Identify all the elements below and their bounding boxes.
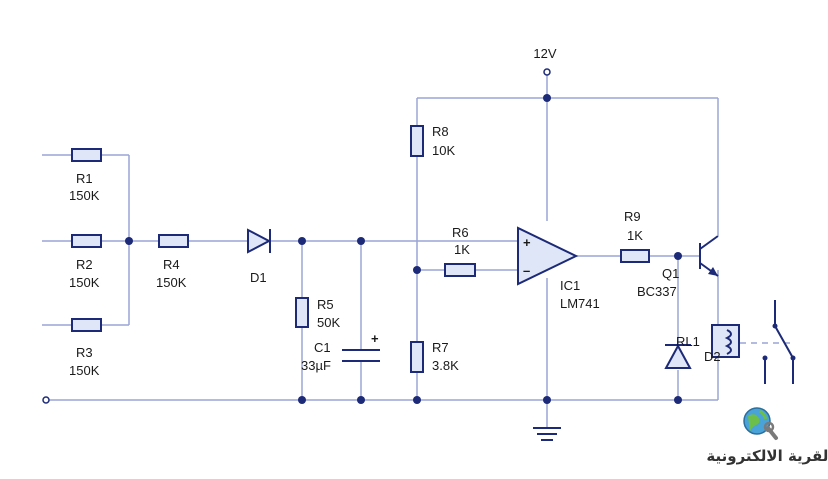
r3-name: R3 [76, 345, 93, 360]
supply-terminal [543, 68, 551, 76]
d2-name: D2 [704, 349, 721, 364]
r6-value: 1K [454, 242, 470, 257]
transistor-q1 [699, 224, 719, 277]
input-terminal [42, 396, 50, 404]
resistor-r4 [158, 234, 189, 248]
resistor-r1 [71, 148, 102, 162]
component-labels: 12V R1 150K R2 150K R3 150K R4 150K D1 R… [69, 46, 721, 378]
capacitor-polarity-mark: + [371, 331, 379, 346]
opamp-ic1: + – [517, 226, 579, 286]
watermark-text: القرية الالكترونية [706, 447, 828, 465]
q1-name: Q1 [662, 266, 679, 281]
watermark: القرية الالكترونية [706, 407, 828, 465]
opamp-noninverting-mark: + [523, 235, 531, 250]
r5-name: R5 [317, 297, 334, 312]
resistor-r3 [71, 318, 102, 332]
resistor-r9 [620, 249, 650, 263]
diode-d2 [664, 343, 692, 369]
c1-name: C1 [314, 340, 331, 355]
relay-switch [762, 300, 796, 384]
r2-name: R2 [76, 257, 93, 272]
r1-value: 150K [69, 188, 100, 203]
ground-symbol [533, 427, 561, 441]
ic1-value: LM741 [560, 296, 600, 311]
q1-value: BC337 [637, 284, 677, 299]
r9-name: R9 [624, 209, 641, 224]
ic1-name: IC1 [560, 278, 580, 293]
r8-value: 10K [432, 143, 455, 158]
rl1-name: RL1 [676, 334, 700, 349]
r4-name: R4 [163, 257, 180, 272]
resistor-r2 [71, 234, 102, 248]
r5-value: 50K [317, 315, 340, 330]
resistor-r5 [295, 297, 309, 328]
r7-value: 3.8K [432, 358, 459, 373]
r2-value: 150K [69, 275, 100, 290]
r8-name: R8 [432, 124, 449, 139]
opamp-inverting-mark: – [523, 263, 530, 278]
c1-value: 33µF [301, 358, 331, 373]
r3-value: 150K [69, 363, 100, 378]
globe-wrench-icon [743, 407, 778, 440]
diode-d1 [247, 228, 272, 254]
supply-label: 12V [533, 46, 556, 61]
r7-name: R7 [432, 340, 449, 355]
r6-name: R6 [452, 225, 469, 240]
resistor-r7 [410, 341, 424, 373]
junction-dots [125, 94, 682, 404]
d1-name: D1 [250, 270, 267, 285]
resistor-r6 [444, 263, 476, 277]
capacitor-c1: + [342, 331, 380, 362]
r9-value: 1K [627, 228, 643, 243]
r4-value: 150K [156, 275, 187, 290]
resistor-r8 [410, 125, 424, 157]
r1-name: R1 [76, 171, 93, 186]
relay-rl1 [711, 324, 740, 358]
